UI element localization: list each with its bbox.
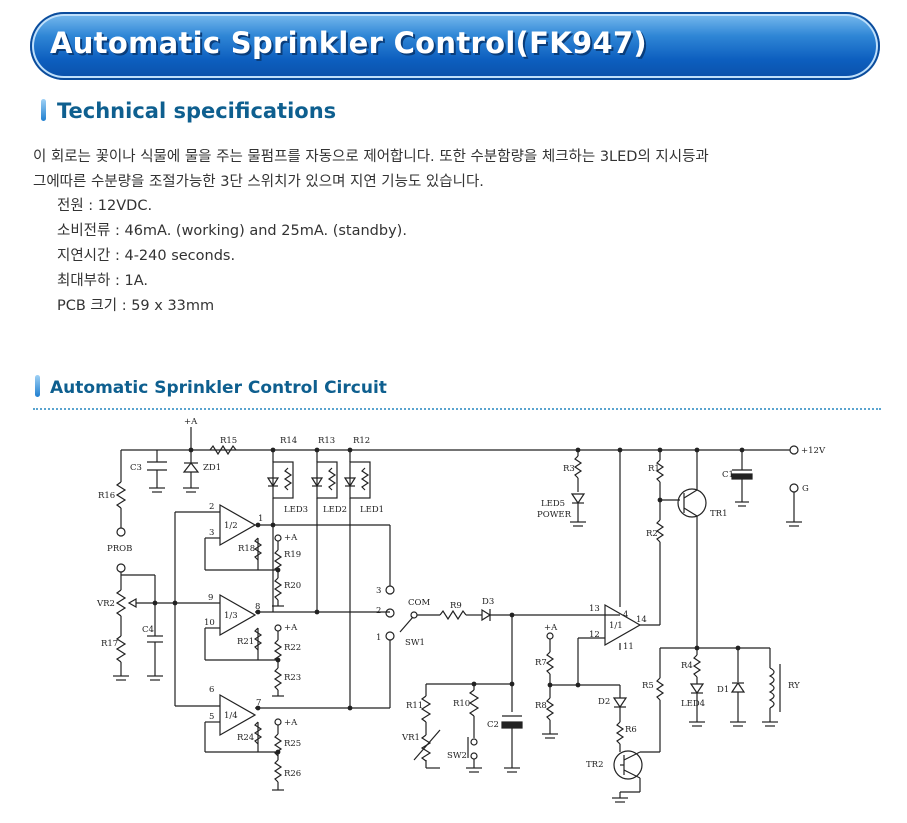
label-r25: R25 [284, 739, 301, 749]
label-opamp-1-4: 1/4 [224, 711, 238, 721]
spec-delay: 지연시간 : 4-240 seconds. [57, 248, 236, 264]
label-pin-1a: 1 [258, 514, 263, 524]
label-led1: LED1 [360, 505, 384, 515]
label-vr1: VR1 [401, 733, 420, 743]
label-relay: RY [788, 681, 800, 691]
label-r10: R10 [453, 699, 470, 709]
label-pin-7: 7 [256, 698, 261, 708]
label-r18: R18 [238, 544, 255, 554]
title-banner [30, 12, 880, 80]
label-r17: R17 [101, 639, 118, 649]
label-pin-12: 12 [589, 630, 600, 640]
label-r20: R20 [284, 581, 301, 591]
section-marker-icon [35, 375, 40, 397]
label-tr2: TR2 [586, 760, 603, 770]
label-pin-13: 13 [589, 604, 600, 614]
label-r11: R11 [406, 701, 423, 711]
label-c3: C3 [130, 463, 142, 473]
label-c4: C4 [142, 625, 154, 635]
label-d2: D2 [598, 697, 610, 707]
label-opamp-1-1: 1/1 [609, 621, 623, 631]
label-pin-6: 6 [209, 685, 214, 695]
spec-current: 소비전류 : 46mA. (working) and 25mA. (standb… [57, 223, 407, 239]
label-plus-a-4: +A [284, 718, 298, 728]
label-r15: R15 [220, 436, 237, 446]
description-line: 이 회로는 꽃이나 식물에 물을 주는 물펌프를 자동으로 제어합니다. 또한 … [33, 149, 709, 165]
label-r19: R19 [284, 550, 301, 560]
label-pin-10: 10 [204, 618, 215, 628]
label-r3: R3 [563, 464, 575, 474]
label-led5: LED5 [541, 499, 565, 509]
label-r9: R9 [450, 601, 462, 611]
spec-pcb-size: PCB 크기 : 59 x 33mm [57, 298, 215, 314]
label-sw1: SW1 [405, 638, 425, 648]
label-tr1: TR1 [710, 509, 727, 519]
label-zd1: ZD1 [203, 463, 221, 473]
label-led2: LED2 [323, 505, 347, 515]
label-power: POWER [537, 510, 572, 520]
spec-power: 전원 : 12VDC. [57, 198, 153, 214]
label-r5: R5 [642, 681, 654, 691]
label-d1: D1 [717, 685, 729, 695]
label-r26: R26 [284, 769, 301, 779]
label-pin-3a: 3 [209, 528, 214, 538]
label-r14: R14 [280, 436, 297, 446]
description-line: 그에따른 수분량을 조절가능한 3단 스위치가 있으며 지연 기능도 있습니다. [33, 174, 484, 190]
section-marker-icon [41, 99, 46, 121]
label-plus-a: +A [184, 417, 198, 427]
label-r4: R4 [681, 661, 693, 671]
label-pin-14: 14 [636, 615, 647, 625]
label-com: COM [408, 598, 430, 608]
specs-section-title: Technical specifications [57, 99, 337, 123]
dotted-divider [33, 408, 881, 410]
label-plus-a-3: +A [284, 623, 298, 633]
label-r12: R12 [353, 436, 370, 446]
label-r21: R21 [237, 637, 254, 647]
label-r6: R6 [625, 725, 637, 735]
label-c1: C1 [722, 470, 734, 480]
circuit-section-title: Automatic Sprinkler Control Circuit [50, 378, 387, 398]
label-plus-12v: +12V [801, 446, 826, 456]
label-sw-pos-3: 3 [376, 586, 381, 596]
label-c2: C2 [487, 720, 499, 730]
label-r13: R13 [318, 436, 335, 446]
label-r8: R8 [535, 701, 547, 711]
label-r24: R24 [237, 733, 254, 743]
label-sw2: SW2 [447, 751, 467, 761]
label-pin-11: 11 [623, 642, 634, 652]
label-probe: PROB [107, 544, 132, 554]
label-r22: R22 [284, 643, 301, 653]
label-plus-a-2: +A [284, 533, 298, 543]
label-pin-2a: 2 [209, 502, 214, 512]
label-r7: R7 [535, 658, 547, 668]
label-opamp-1-3: 1/3 [224, 611, 238, 621]
spec-max-load: 최대부하 : 1A. [57, 273, 148, 289]
label-d3: D3 [482, 597, 494, 607]
label-opamp-1-2: 1/2 [224, 521, 238, 531]
label-vr2: VR2 [96, 599, 115, 609]
label-led4: LED4 [681, 699, 705, 709]
label-pin-9: 9 [208, 593, 213, 603]
label-r16: R16 [98, 491, 115, 501]
label-sw-pos-1: 1 [376, 633, 381, 643]
label-led3: LED3 [284, 505, 308, 515]
label-r1: R1 [648, 464, 660, 474]
label-sw-pos-2: 2 [376, 606, 381, 616]
label-r23: R23 [284, 673, 301, 683]
label-r2: R2 [646, 529, 658, 539]
label-pin-5: 5 [209, 712, 214, 722]
label-ground-terminal: G [802, 484, 809, 494]
label-pin-8: 8 [255, 602, 260, 612]
label-pin-4: 4 [623, 610, 628, 620]
label-plus-a-5: +A [544, 623, 558, 633]
page-title: Automatic Sprinkler Control(FK947) [50, 26, 647, 60]
